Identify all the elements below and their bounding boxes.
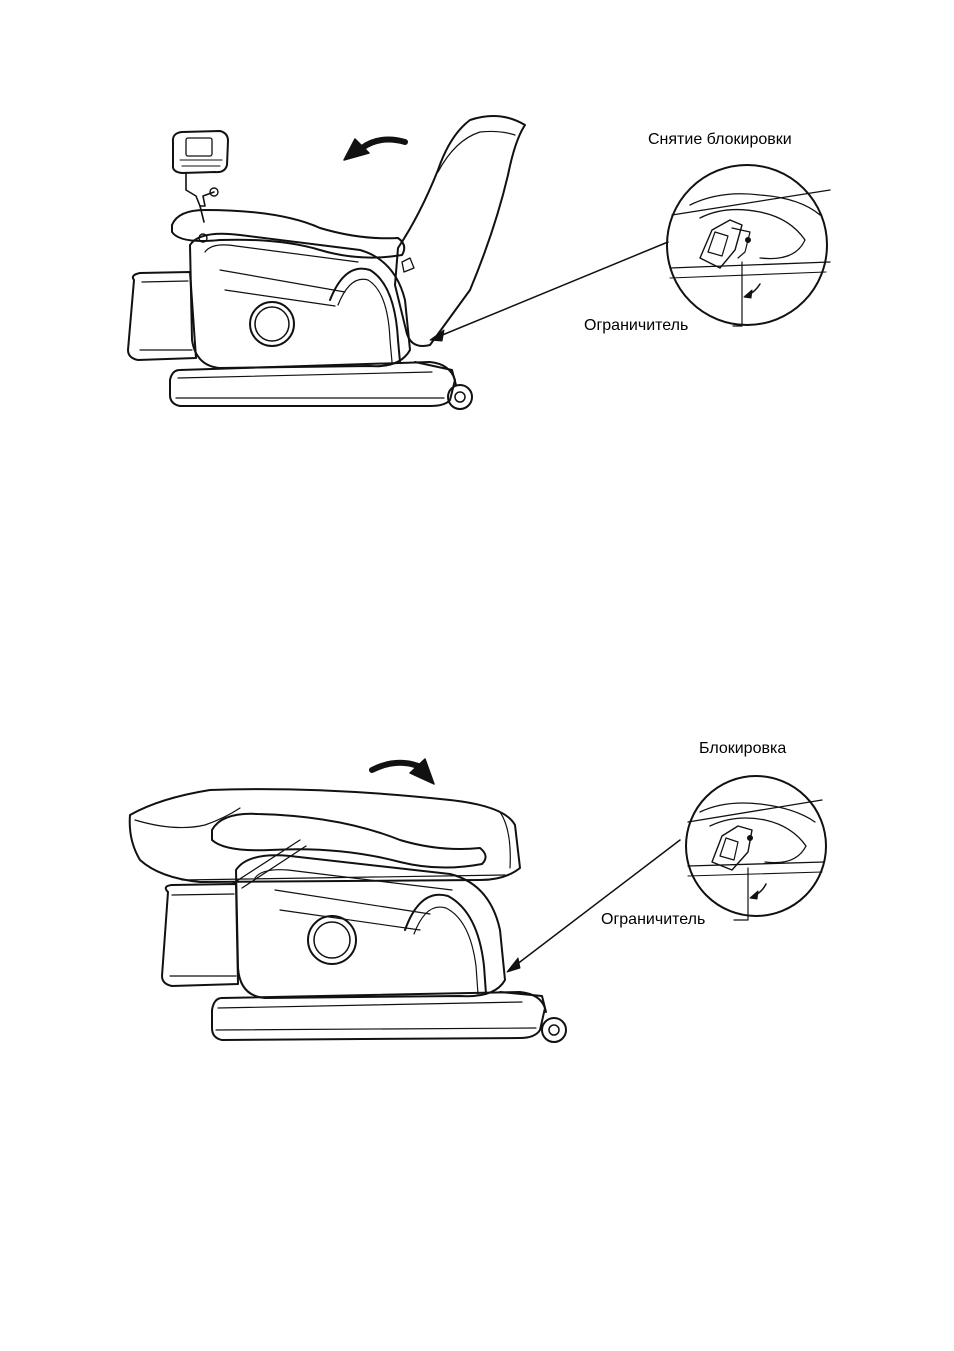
chair-base	[212, 992, 546, 1040]
callout-label-release: Снятие блокировки	[648, 131, 792, 149]
motor-cover	[250, 302, 294, 346]
rotation-arrow-right	[372, 759, 434, 784]
remote-control	[173, 131, 228, 222]
armrest	[212, 814, 486, 868]
rotation-arrow-left	[344, 139, 405, 160]
figure-lock	[130, 759, 826, 1042]
detail-circle-release	[667, 165, 830, 326]
part-label-limiter: Ограничитель	[601, 911, 705, 929]
backrest-upright	[395, 116, 525, 346]
part-label-limiter: Ограничитель	[584, 317, 688, 335]
callout-label-lock: Блокировка	[699, 740, 786, 758]
backrest-flat	[130, 789, 520, 882]
caster-wheel	[542, 1018, 566, 1042]
footrest	[162, 884, 238, 986]
chair-base	[170, 362, 456, 406]
motor-cover	[308, 916, 356, 964]
footrest	[128, 272, 196, 360]
detail-circle-lock	[686, 776, 826, 920]
chair-side-body	[232, 840, 505, 998]
figure-release	[128, 116, 830, 409]
detail-pointer-line	[507, 840, 680, 972]
chair-side-body	[190, 234, 410, 368]
